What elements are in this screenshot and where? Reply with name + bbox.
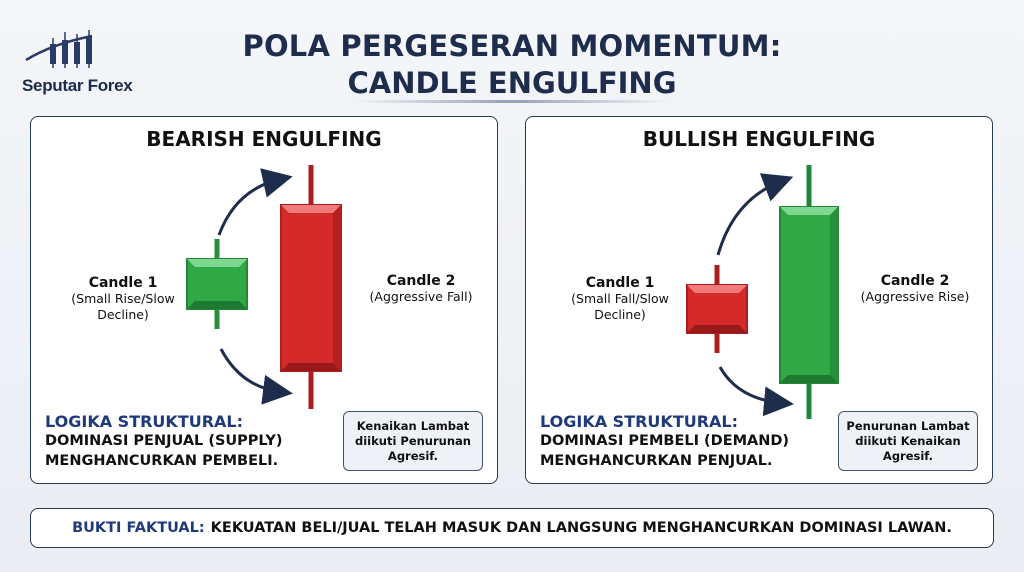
candle-2-title: Candle 2 — [880, 273, 950, 289]
candle-1-desc-line1: (Small Fall/Slow — [571, 291, 669, 306]
footer-banner: BUKTI FAKTUAL: KEKUATAN BELI/JUAL TELAH … — [30, 508, 994, 548]
title-underline — [352, 100, 672, 103]
candle-2-label: Candle 2 (Aggressive Rise) — [844, 273, 986, 305]
candle-2-shape — [779, 165, 839, 419]
logika-line2: MENGHANCURKAN PENJUAL. — [540, 453, 773, 469]
arrow-down-icon — [219, 348, 293, 405]
logika-title: LOGIKA STRUKTURAL: — [45, 412, 244, 431]
candle-1-desc-line2: Decline) — [97, 307, 149, 322]
candle-1-shape — [686, 265, 748, 353]
bullish-panel: BULLISH ENGULFING Candle 1 (Small Fall/S… — [525, 116, 993, 484]
arrow-down-icon — [718, 366, 794, 417]
candle-2-shape — [280, 165, 342, 409]
bearish-panel: BEARISH ENGULFING Candle 1 (Small Rise/S… — [30, 116, 498, 484]
candle-1-label: Candle 1 (Small Rise/Slow Decline) — [53, 275, 193, 323]
logika-line2: MENGHANCURKAN PEMBELI. — [45, 453, 279, 469]
page-title-line1: POLA PERGESERAN MOMENTUM: — [242, 29, 782, 63]
candle-1-shape — [186, 239, 248, 329]
logika-line1: DOMINASI PEMBELI (DEMAND) — [540, 433, 790, 449]
candlestick-logo-icon — [25, 30, 93, 68]
footer-text: KEKUATAN BELI/JUAL TELAH MASUK DAN LANGS… — [210, 520, 952, 536]
logika-block: LOGIKA STRUKTURAL: DOMINASI PEMBELI (DEM… — [540, 412, 789, 471]
logika-title: LOGIKA STRUKTURAL: — [540, 412, 739, 431]
logika-line1: DOMINASI PENJUAL (SUPPLY) — [45, 433, 283, 449]
arrow-up-icon — [716, 173, 794, 256]
panel-title: BEARISH ENGULFING — [146, 127, 382, 151]
candle-1-title: Candle 1 — [88, 275, 158, 291]
candle-2-label: Candle 2 (Aggressive Fall) — [351, 273, 491, 305]
candle-1-label: Candle 1 (Small Fall/Slow Decline) — [550, 275, 690, 323]
note-box: Kenaikan Lambat diikuti Penurunan Agresi… — [343, 411, 483, 471]
candle-2-desc-line1: (Aggressive Rise) — [860, 289, 970, 304]
bearish-diagram — [186, 165, 342, 409]
panel-title: BULLISH ENGULFING — [642, 127, 876, 151]
candle-2-title: Candle 2 — [386, 273, 456, 289]
page-title-line2: CANDLE ENGULFING — [347, 66, 677, 100]
candle-1-desc-line2: Decline) — [594, 307, 646, 322]
logika-block: LOGIKA STRUKTURAL: DOMINASI PENJUAL (SUP… — [45, 412, 283, 471]
candle-1-desc-line1: (Small Rise/Slow — [71, 291, 175, 306]
bullish-diagram — [686, 165, 839, 419]
brand-logo: Seputar Forex — [22, 30, 152, 100]
brand-name: Seputar Forex — [22, 76, 133, 95]
candle-2-desc-line1: (Aggressive Fall) — [369, 289, 473, 304]
arrow-up-icon — [217, 168, 293, 236]
candle-1-title: Candle 1 — [585, 275, 655, 291]
footer-key: BUKTI FAKTUAL: — [72, 520, 205, 536]
note-box: Penurunan Lambat diikuti Kenaikan Agresi… — [838, 411, 978, 471]
